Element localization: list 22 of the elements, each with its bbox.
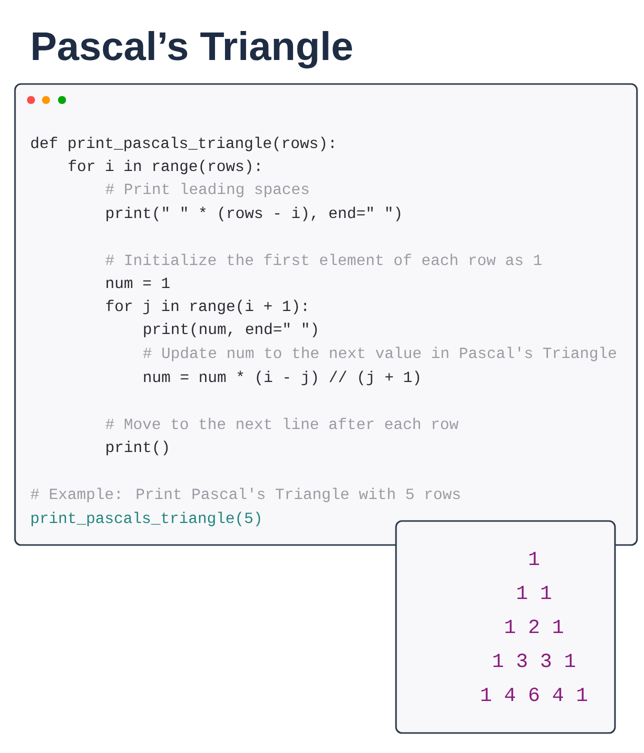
code-line: # Move to the next line after each row [106, 418, 458, 430]
output-line: 1 2 1 [505, 620, 564, 633]
code-line: print(num, end=" ") [144, 322, 317, 338]
output-box [395, 520, 616, 734]
code-line: num = 1 [106, 278, 170, 288]
title: Pascal’s Triangle [32, 31, 352, 68]
code-line: def print_pascals_triangle(rows): [31, 136, 334, 152]
code-window [14, 83, 638, 546]
code-line: # Print leading spaces [106, 182, 308, 198]
code-line: print() [106, 440, 168, 456]
output-line: 1 [529, 552, 540, 565]
code-line: for i in range(rows): [68, 160, 260, 174]
code-line: print_pascals_triangle(5) [32, 512, 260, 526]
output-line: 1 3 3 1 [493, 654, 576, 668]
code-line: # Update num to the next value in Pascal's Triangle [143, 346, 616, 362]
code-line: num = num * (i - j) // (j + 1) [144, 370, 420, 386]
output-line: 1 4 6 4 1 [481, 688, 587, 702]
output-line: 1 1 [517, 586, 552, 599]
code-line: print(" " * (rows - i), end=" ") [106, 206, 400, 222]
code-line: # Initialize the first element of each row as 1 [106, 254, 542, 266]
code-line: # Example: Print Pascal's Triangle with 5 rows [30, 488, 460, 502]
code-line: for j in range(i + 1): [106, 300, 306, 314]
